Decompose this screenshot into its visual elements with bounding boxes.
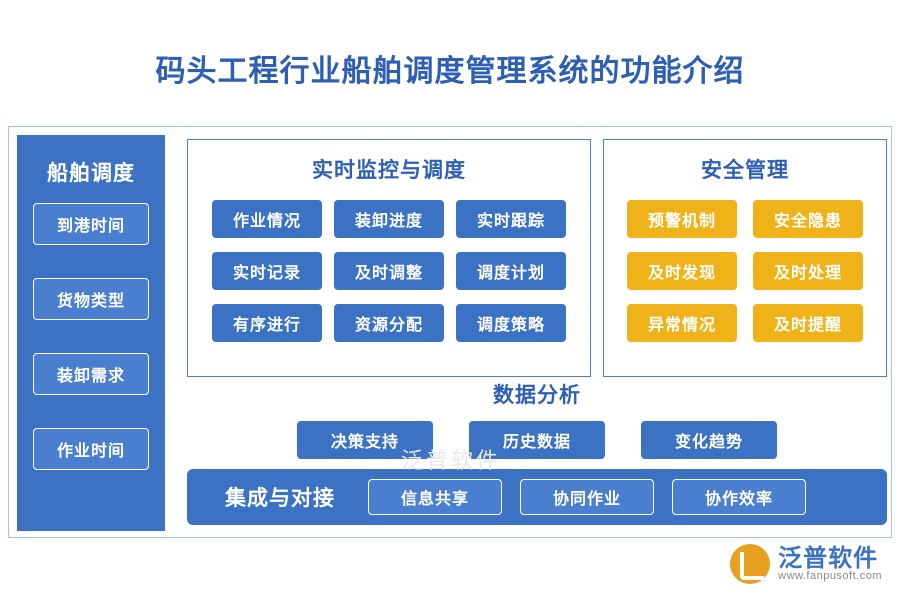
left-item-cargo-type[interactable]: 货物类型 [33,278,149,320]
left-item-arrival-time[interactable]: 到港时间 [33,203,149,245]
chip-information-sharing[interactable]: 信息共享 [368,479,502,515]
left-item-operation-time[interactable]: 作业时间 [33,428,149,470]
chip-safety-hazard[interactable]: 安全隐患 [753,200,863,238]
chip-collaborative-operation[interactable]: 协同作业 [520,479,654,515]
panel-data-analysis: 数据分析 决策支持 历史数据 变化趋势 [187,379,887,459]
chip-historical-data[interactable]: 历史数据 [469,421,605,459]
integration-bar: 集成与对接 信息共享 协同作业 协作效率 [187,469,887,525]
chip-collaboration-efficiency[interactable]: 协作效率 [672,479,806,515]
chip-decision-support[interactable]: 决策支持 [297,421,433,459]
chip-operation-status[interactable]: 作业情况 [212,200,322,238]
chip-dispatch-plan[interactable]: 调度计划 [456,252,566,290]
brand-logo: 泛普软件 www.fanpusoft.com [730,544,882,584]
page-title: 码头工程行业船舶调度管理系统的功能介绍 [155,55,745,88]
panel-analysis-chip-row: 决策支持 历史数据 变化趋势 [187,421,887,459]
chip-loading-progress[interactable]: 装卸进度 [334,200,444,238]
chip-timely-detection[interactable]: 及时发现 [627,252,737,290]
left-column: 船舶调度 到港时间 货物类型 装卸需求 作业时间 [17,135,165,531]
chip-timely-adjustment[interactable]: 及时调整 [334,252,444,290]
chip-dispatch-strategy[interactable]: 调度策略 [456,304,566,342]
logo-url: www.fanpusoft.com [778,569,882,582]
logo-text: 泛普软件 www.fanpusoft.com [778,544,882,583]
panel-safety-management: 安全管理 预警机制 安全隐患 及时发现 及时处理 异常情况 及时提醒 [603,139,887,377]
logo-mark-icon [730,544,771,584]
panel-safety-title: 安全管理 [701,159,789,182]
chip-orderly-progress[interactable]: 有序进行 [212,304,322,342]
integration-label: 集成与对接 [225,487,335,510]
panel-monitor-chip-grid: 作业情况 装卸进度 实时跟踪 实时记录 及时调整 调度计划 有序进行 资源分配 … [188,200,590,356]
chip-timely-handling[interactable]: 及时处理 [753,252,863,290]
panel-safety-chip-grid: 预警机制 安全隐患 及时发现 及时处理 异常情况 及时提醒 [604,200,886,356]
panel-realtime-monitoring: 实时监控与调度 作业情况 装卸进度 实时跟踪 实时记录 及时调整 调度计划 有序… [187,139,591,377]
panel-monitor-title: 实时监控与调度 [312,159,466,182]
left-column-title: 船舶调度 [47,162,135,185]
chip-warning-mechanism[interactable]: 预警机制 [627,200,737,238]
diagram-frame: 船舶调度 到港时间 货物类型 装卸需求 作业时间 实时监控与调度 作业情况 装卸… [8,126,892,538]
logo-name: 泛普软件 [778,544,879,572]
panel-analysis-title: 数据分析 [493,384,581,407]
chip-change-trend[interactable]: 变化趋势 [641,421,777,459]
chip-abnormal-situation[interactable]: 异常情况 [627,304,737,342]
chip-resource-allocation[interactable]: 资源分配 [334,304,444,342]
left-item-loading-demand[interactable]: 装卸需求 [33,353,149,395]
chip-timely-reminder[interactable]: 及时提醒 [753,304,863,342]
chip-realtime-tracking[interactable]: 实时跟踪 [456,200,566,238]
chip-realtime-record[interactable]: 实时记录 [212,252,322,290]
